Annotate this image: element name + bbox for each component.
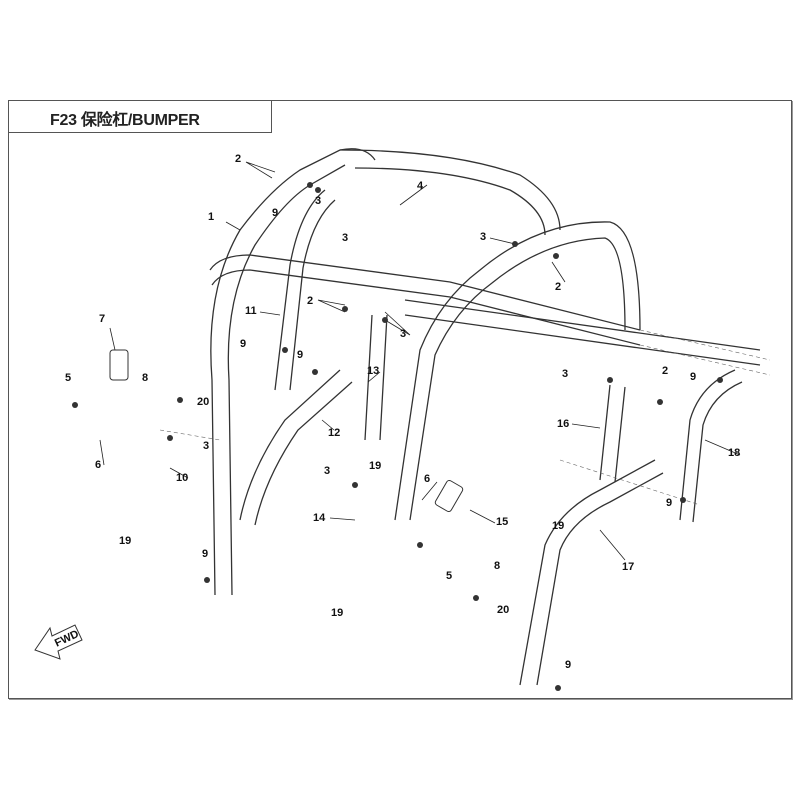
callout-3: 3 — [400, 328, 406, 340]
callout-16: 16 — [557, 418, 569, 430]
callout-9: 9 — [565, 659, 571, 671]
drawing-frame — [8, 100, 792, 699]
callout-19: 19 — [331, 607, 343, 619]
callout-9: 9 — [240, 338, 246, 350]
callout-5: 5 — [446, 570, 452, 582]
callout-3: 3 — [480, 231, 486, 243]
callout-2: 2 — [307, 295, 313, 307]
callout-6: 6 — [95, 459, 101, 471]
callout-1: 1 — [208, 211, 214, 223]
callout-5: 5 — [65, 372, 71, 384]
callout-3: 3 — [315, 195, 321, 207]
callout-2: 2 — [555, 281, 561, 293]
fwd-arrow: FWD — [34, 624, 83, 660]
callout-2: 2 — [662, 365, 668, 377]
callout-9: 9 — [666, 497, 672, 509]
callout-13: 13 — [367, 365, 379, 377]
callout-19: 19 — [552, 520, 564, 532]
callout-2: 2 — [235, 153, 241, 165]
diagram-title: F23 保险杠/BUMPER — [50, 112, 200, 129]
callout-18: 18 — [728, 447, 740, 459]
callout-19: 19 — [119, 535, 131, 547]
callout-19: 19 — [369, 460, 381, 472]
callout-11: 11 — [245, 305, 257, 317]
callout-3: 3 — [203, 440, 209, 452]
title-box — [8, 100, 272, 133]
callout-9: 9 — [202, 548, 208, 560]
callout-numbers: 1 2 2 2 2 3 3 3 3 3 3 3 4 5 5 6 6 7 8 8 … — [65, 153, 740, 671]
callout-10: 10 — [176, 472, 188, 484]
callout-9: 9 — [272, 207, 278, 219]
callout-12: 12 — [328, 427, 340, 439]
callout-8: 8 — [494, 560, 500, 572]
fasteners — [72, 182, 723, 691]
mirrors — [109, 349, 464, 513]
leader-lines — [99, 161, 771, 561]
roll-cage-tubes — [209, 148, 761, 686]
callout-20: 20 — [497, 604, 509, 616]
callout-7: 7 — [99, 313, 105, 325]
callout-3: 3 — [342, 232, 348, 244]
callout-3: 3 — [324, 465, 330, 477]
callout-15: 15 — [496, 516, 508, 528]
callout-14: 14 — [313, 512, 326, 524]
callout-17: 17 — [622, 561, 634, 573]
callout-9: 9 — [690, 371, 696, 383]
callout-20: 20 — [197, 396, 209, 408]
callout-3: 3 — [562, 368, 568, 380]
callout-9: 9 — [297, 349, 303, 361]
callout-8: 8 — [142, 372, 148, 384]
callout-4: 4 — [417, 180, 424, 192]
callout-6: 6 — [424, 473, 430, 485]
